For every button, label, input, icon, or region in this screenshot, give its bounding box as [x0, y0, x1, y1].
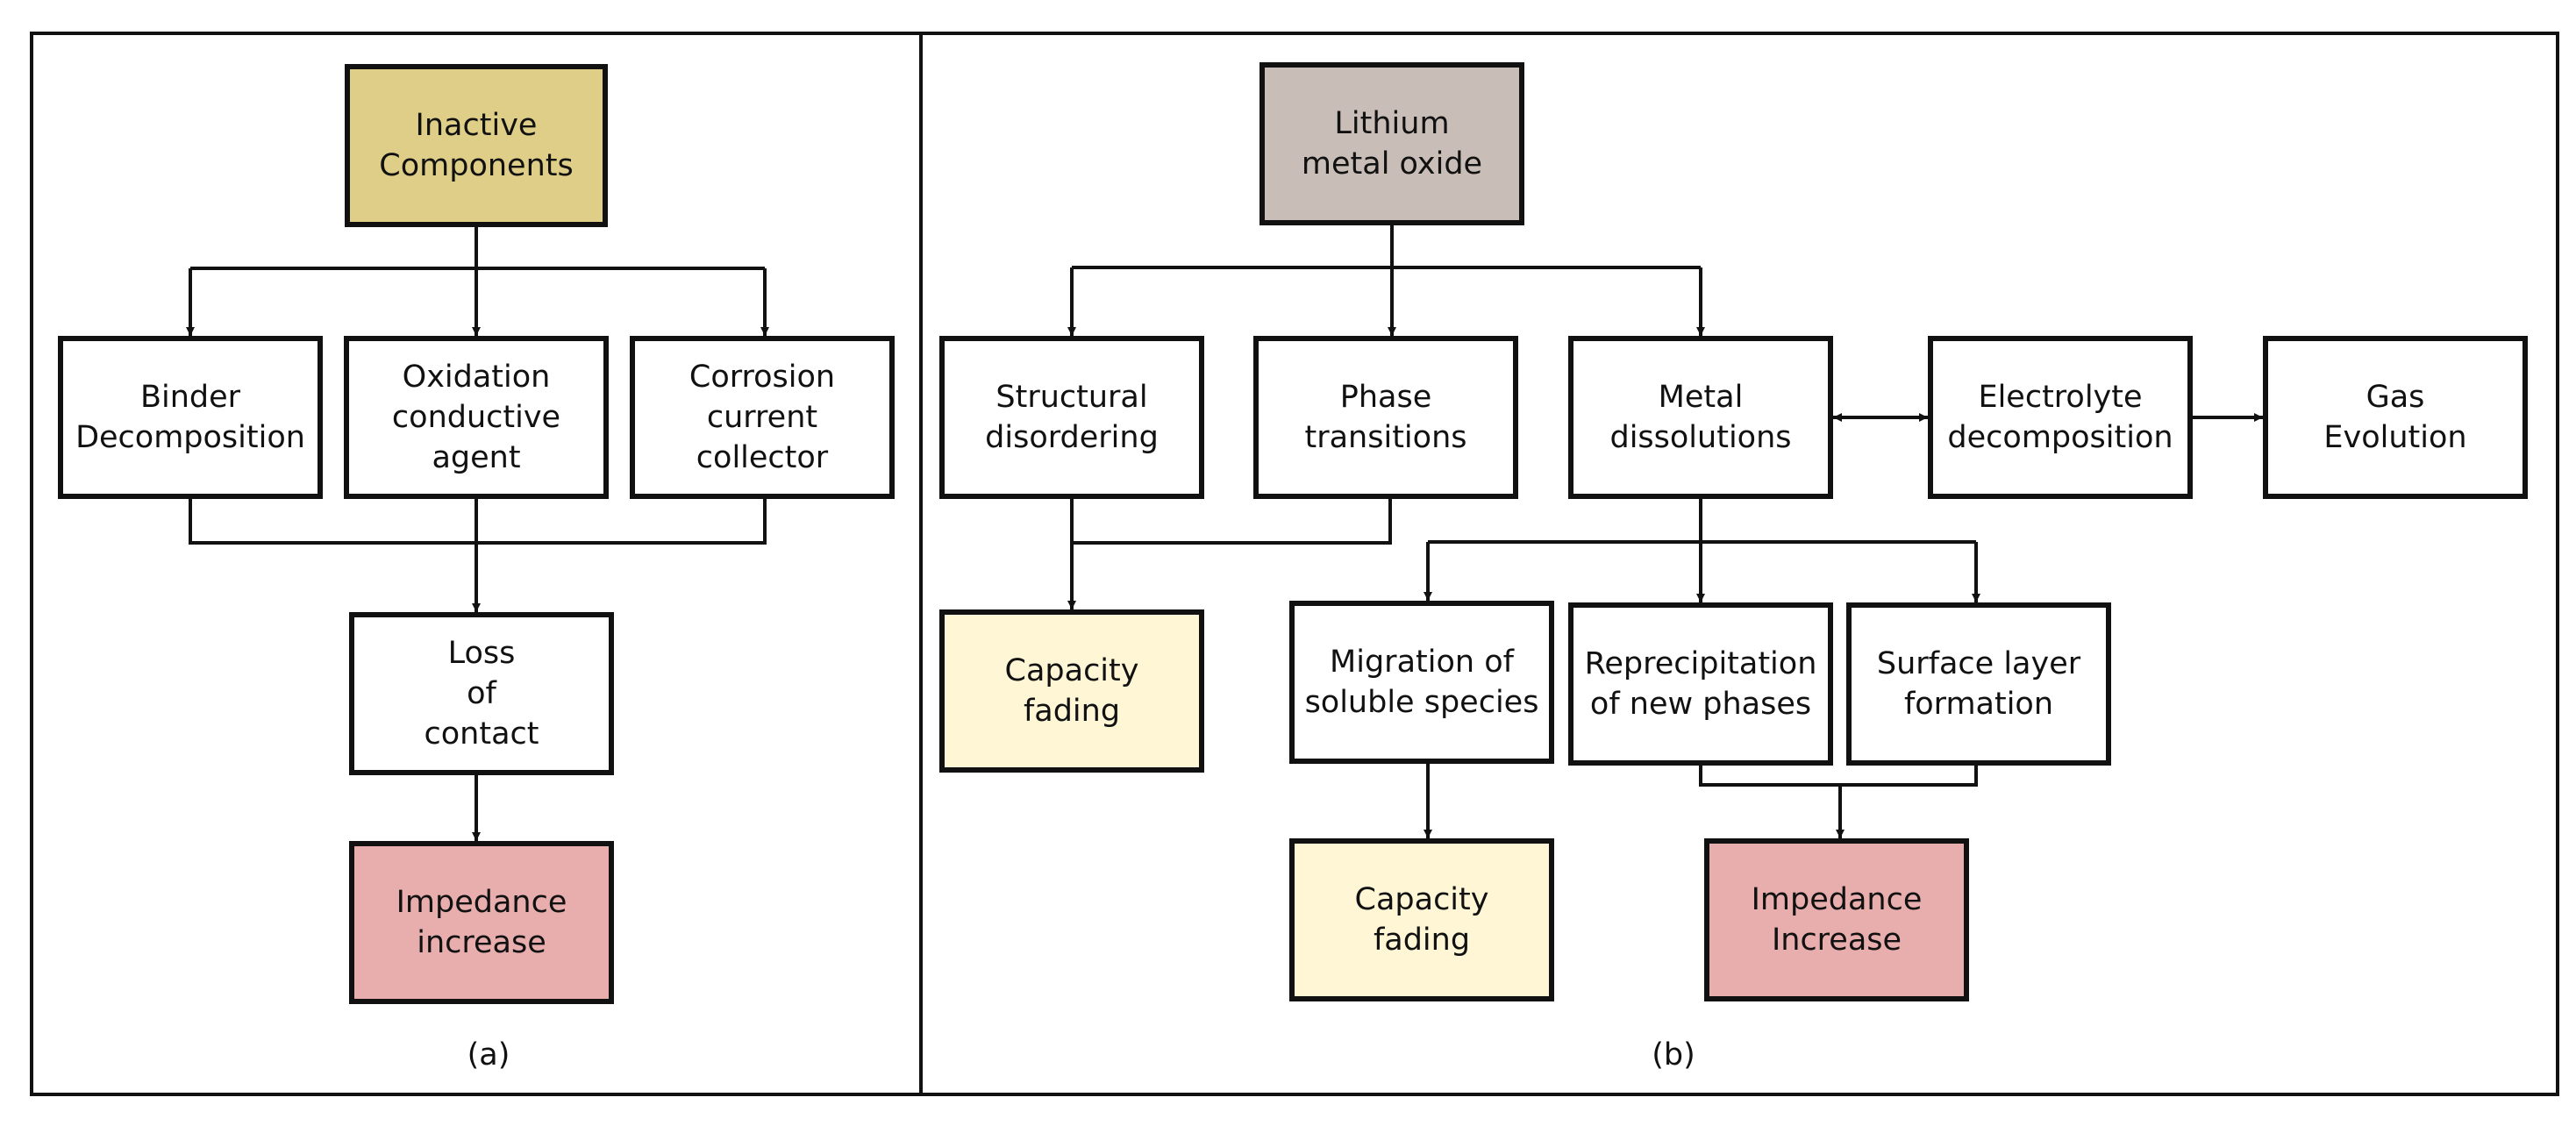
node-label-line: collector [696, 440, 829, 475]
node-label-line: Loss [447, 636, 516, 671]
node-label-line: disordering [985, 420, 1159, 455]
node-label-line: transitions [1304, 420, 1467, 455]
node-label-line: metal oxide [1301, 146, 1483, 182]
node-label-line: formation [1903, 687, 2054, 722]
node-label-line: soluble species [1304, 685, 1539, 720]
node-structural-disordering: Structural disordering [939, 336, 1204, 499]
node-corrosion-current-collector: Corrosion current collector [630, 336, 895, 499]
node-label-line: Reprecipitation [1584, 646, 1817, 681]
node-capacity-fading-bottom: Capacity fading [1289, 838, 1554, 1001]
node-label-line: Capacity [1004, 653, 1139, 688]
node-label-line: decomposition [1947, 420, 2173, 455]
node-label-line: Increase [1771, 923, 1902, 958]
node-label-line: Metal [1658, 380, 1744, 415]
node-label-line: Components [379, 148, 574, 183]
node-label-line: of new phases [1589, 687, 1812, 722]
panel-a-caption: (a) [467, 1037, 510, 1072]
node-label-line: contact [424, 716, 539, 752]
node-label-line: conductive [391, 400, 561, 435]
node-label-line: Oxidation [402, 360, 551, 395]
node-reprecipitation-new-phases: Reprecipitation of new phases [1568, 602, 1833, 766]
node-loss-of-contact: Loss of contact [349, 612, 614, 775]
node-label-line: Impedance [1751, 882, 1923, 917]
node-label-line: increase [417, 925, 546, 960]
node-label-line: fading [1023, 694, 1121, 729]
node-label-line: Electrolyte [1978, 380, 2143, 415]
node-label-line: Capacity [1354, 882, 1489, 917]
node-label-line: current [706, 400, 818, 435]
node-label-line: Lithium [1334, 106, 1450, 141]
node-phase-transitions: Phase transitions [1253, 336, 1518, 499]
node-migration-soluble-species: Migration of soluble species [1289, 601, 1554, 764]
node-label-line: Decomposition [75, 420, 305, 455]
panel-b-frame [919, 32, 2559, 1096]
node-label-line: Impedance [396, 885, 567, 920]
node-label-line: dissolutions [1609, 420, 1792, 455]
connector-merge-structural-phase [1070, 499, 1392, 545]
node-label-line: of [467, 676, 496, 711]
node-label-line: fading [1373, 923, 1471, 958]
node-label-line: Binder [139, 380, 241, 415]
panel-b-caption: (b) [1652, 1037, 1695, 1072]
node-label-line: Corrosion [689, 360, 836, 395]
node-lithium-metal-oxide: Lithium metal oxide [1259, 62, 1524, 225]
node-impedance-increase-a: Impedance increase [349, 841, 614, 1004]
node-metal-dissolutions: Metal dissolutions [1568, 336, 1833, 499]
connector-merge-repr-surface [1699, 766, 1978, 787]
node-label-line: Gas [2365, 380, 2425, 415]
node-label-line: Evolution [2323, 420, 2467, 455]
node-electrolyte-decomposition: Electrolyte decomposition [1928, 336, 2193, 499]
node-capacity-fading-left: Capacity fading [939, 609, 1204, 773]
node-surface-layer-formation: Surface layer formation [1846, 602, 2111, 766]
node-label-line: Inactive [415, 108, 538, 143]
node-oxidation-conductive-agent: Oxidation conductive agent [344, 336, 609, 499]
node-label-line: Migration of [1330, 645, 1514, 680]
node-label-line: Structural [995, 380, 1148, 415]
node-label-line: Surface layer [1876, 646, 2081, 681]
node-label-line: agent [432, 440, 521, 475]
node-label-line: Phase [1339, 380, 1432, 415]
